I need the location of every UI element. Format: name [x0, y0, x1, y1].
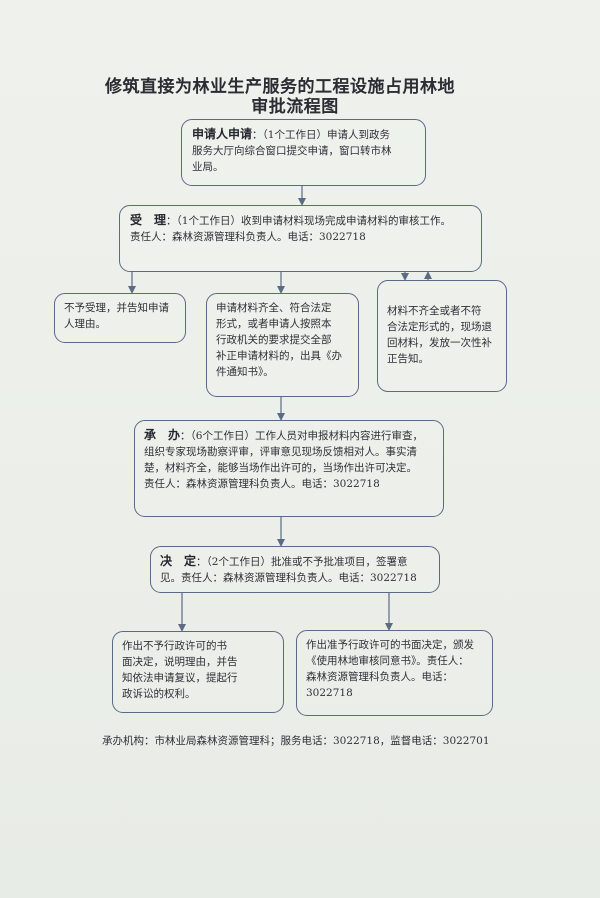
outcome-deny-line: 政诉讼的权利。	[122, 688, 196, 700]
branch-incomplete-line: 回材料，发放一次性补	[387, 337, 492, 349]
outcome-deny-line: 作出不予行政许可的书	[122, 640, 227, 652]
step-handle-text2: 组织专家现场勘察评审，评审意见现场反馈相对人。事实清	[144, 446, 417, 458]
step-decide-box: 决 定：（2个工作日）批准或不予批准项目，签署意 见。责任人：森林资源管理科负责…	[150, 546, 440, 593]
step-decide-text2: 见。责任人：森林资源管理科负责人。电话：3022718	[160, 572, 417, 584]
step-accept-box: 受 理：（1个工作日）收到申请材料现场完成申请材料的审核工作。 责任人：森林资源…	[119, 205, 482, 272]
branch-reject-box: 不予受理，并告知申请 人理由。	[54, 293, 186, 343]
outcome-grant-box: 作出准予行政许可的书面决定，颁发 《使用林地审核同意书》。责任人： 森林资源管理…	[296, 630, 493, 716]
diagram-title-line2: 审批流程图	[251, 97, 339, 117]
step-apply-text3: 业局。	[192, 161, 224, 173]
step-handle-text1: ：（6个工作日）工作人员对申报材料内容进行审查，	[180, 430, 423, 442]
outcome-grant-line: 3022718	[306, 687, 353, 699]
step-handle-box: 承 办：（6个工作日）工作人员对申报材料内容进行审查， 组织专家现场勘察评审，评…	[134, 420, 444, 517]
branch-reject-line: 人理由。	[64, 318, 106, 330]
branch-complete-line: 申请材料齐全、符合法定	[216, 302, 332, 314]
step-decide-text1: ：（2个工作日）批准或不予批准项目，签署意	[196, 556, 408, 568]
outcome-deny-line: 知依法申请复议，提起行	[122, 672, 238, 684]
step-apply-text2: 服务大厅向综合窗口提交申请，窗口转市林	[192, 145, 392, 157]
branch-incomplete-line: 正告知。	[387, 353, 429, 365]
step-handle-text3: 楚，材料齐全，能够当场作出许可的，当场作出许可决定。	[144, 462, 417, 474]
branch-incomplete-line: 合法定形式的，现场退	[387, 321, 492, 333]
step-accept-label: 受 理	[130, 213, 167, 227]
step-apply-box: 申请人申请：（1个工作日）申请人到政务 服务大厅向综合窗口提交申请，窗口转市林 …	[181, 119, 426, 186]
branch-complete-line: 补正申请材料的，出具《办	[216, 350, 342, 362]
outcome-deny-line: 面决定，说明理由，并告	[122, 656, 238, 668]
step-handle-label: 承 办	[144, 428, 181, 442]
branch-incomplete-line: 材料不齐全或者不符	[387, 305, 482, 317]
outcome-deny-box: 作出不予行政许可的书 面决定，说明理由，并告 知依法申请复议，提起行 政诉讼的权…	[112, 631, 284, 713]
step-apply-text1: ：（1个工作日）申请人到政务	[252, 129, 390, 141]
branch-reject-line: 不予受理，并告知申请	[64, 302, 169, 314]
step-accept-text2: 责任人：森林资源管理科负责人。电话：3022718	[130, 231, 366, 243]
branch-complete-line: 行政机关的要求提交全部	[216, 334, 332, 346]
branch-incomplete-box: 材料不齐全或者不符 合法定形式的，现场退 回材料，发放一次性补 正告知。	[377, 280, 507, 392]
step-decide-label: 决 定	[160, 554, 197, 568]
step-apply-label: 申请人申请	[192, 127, 253, 141]
outcome-grant-line: 作出准予行政许可的书面决定，颁发	[306, 639, 474, 651]
branch-complete-line: 形式，或者申请人按照本	[216, 318, 332, 330]
outcome-grant-line: 《使用林地审核同意书》。责任人：	[306, 655, 469, 667]
outcome-grant-line: 森林资源管理科负责人。电话：	[306, 671, 453, 683]
branch-complete-box: 申请材料齐全、符合法定 形式，或者申请人按照本 行政机关的要求提交全部 补正申请…	[206, 293, 359, 397]
branch-complete-line: 件通知书》。	[216, 366, 274, 378]
footer-contact-info: 承办机构：市林业局森林资源管理科；服务电话：3022718，监督电话：30227…	[102, 735, 490, 747]
step-handle-text4: 责任人：森林资源管理科负责人。电话：3022718	[144, 478, 380, 490]
diagram-title-line1: 修筑直接为林业生产服务的工程设施占用林地	[105, 77, 455, 97]
step-accept-text1: ：（1个工作日）收到申请材料现场完成申请材料的审核工作。	[166, 215, 451, 227]
